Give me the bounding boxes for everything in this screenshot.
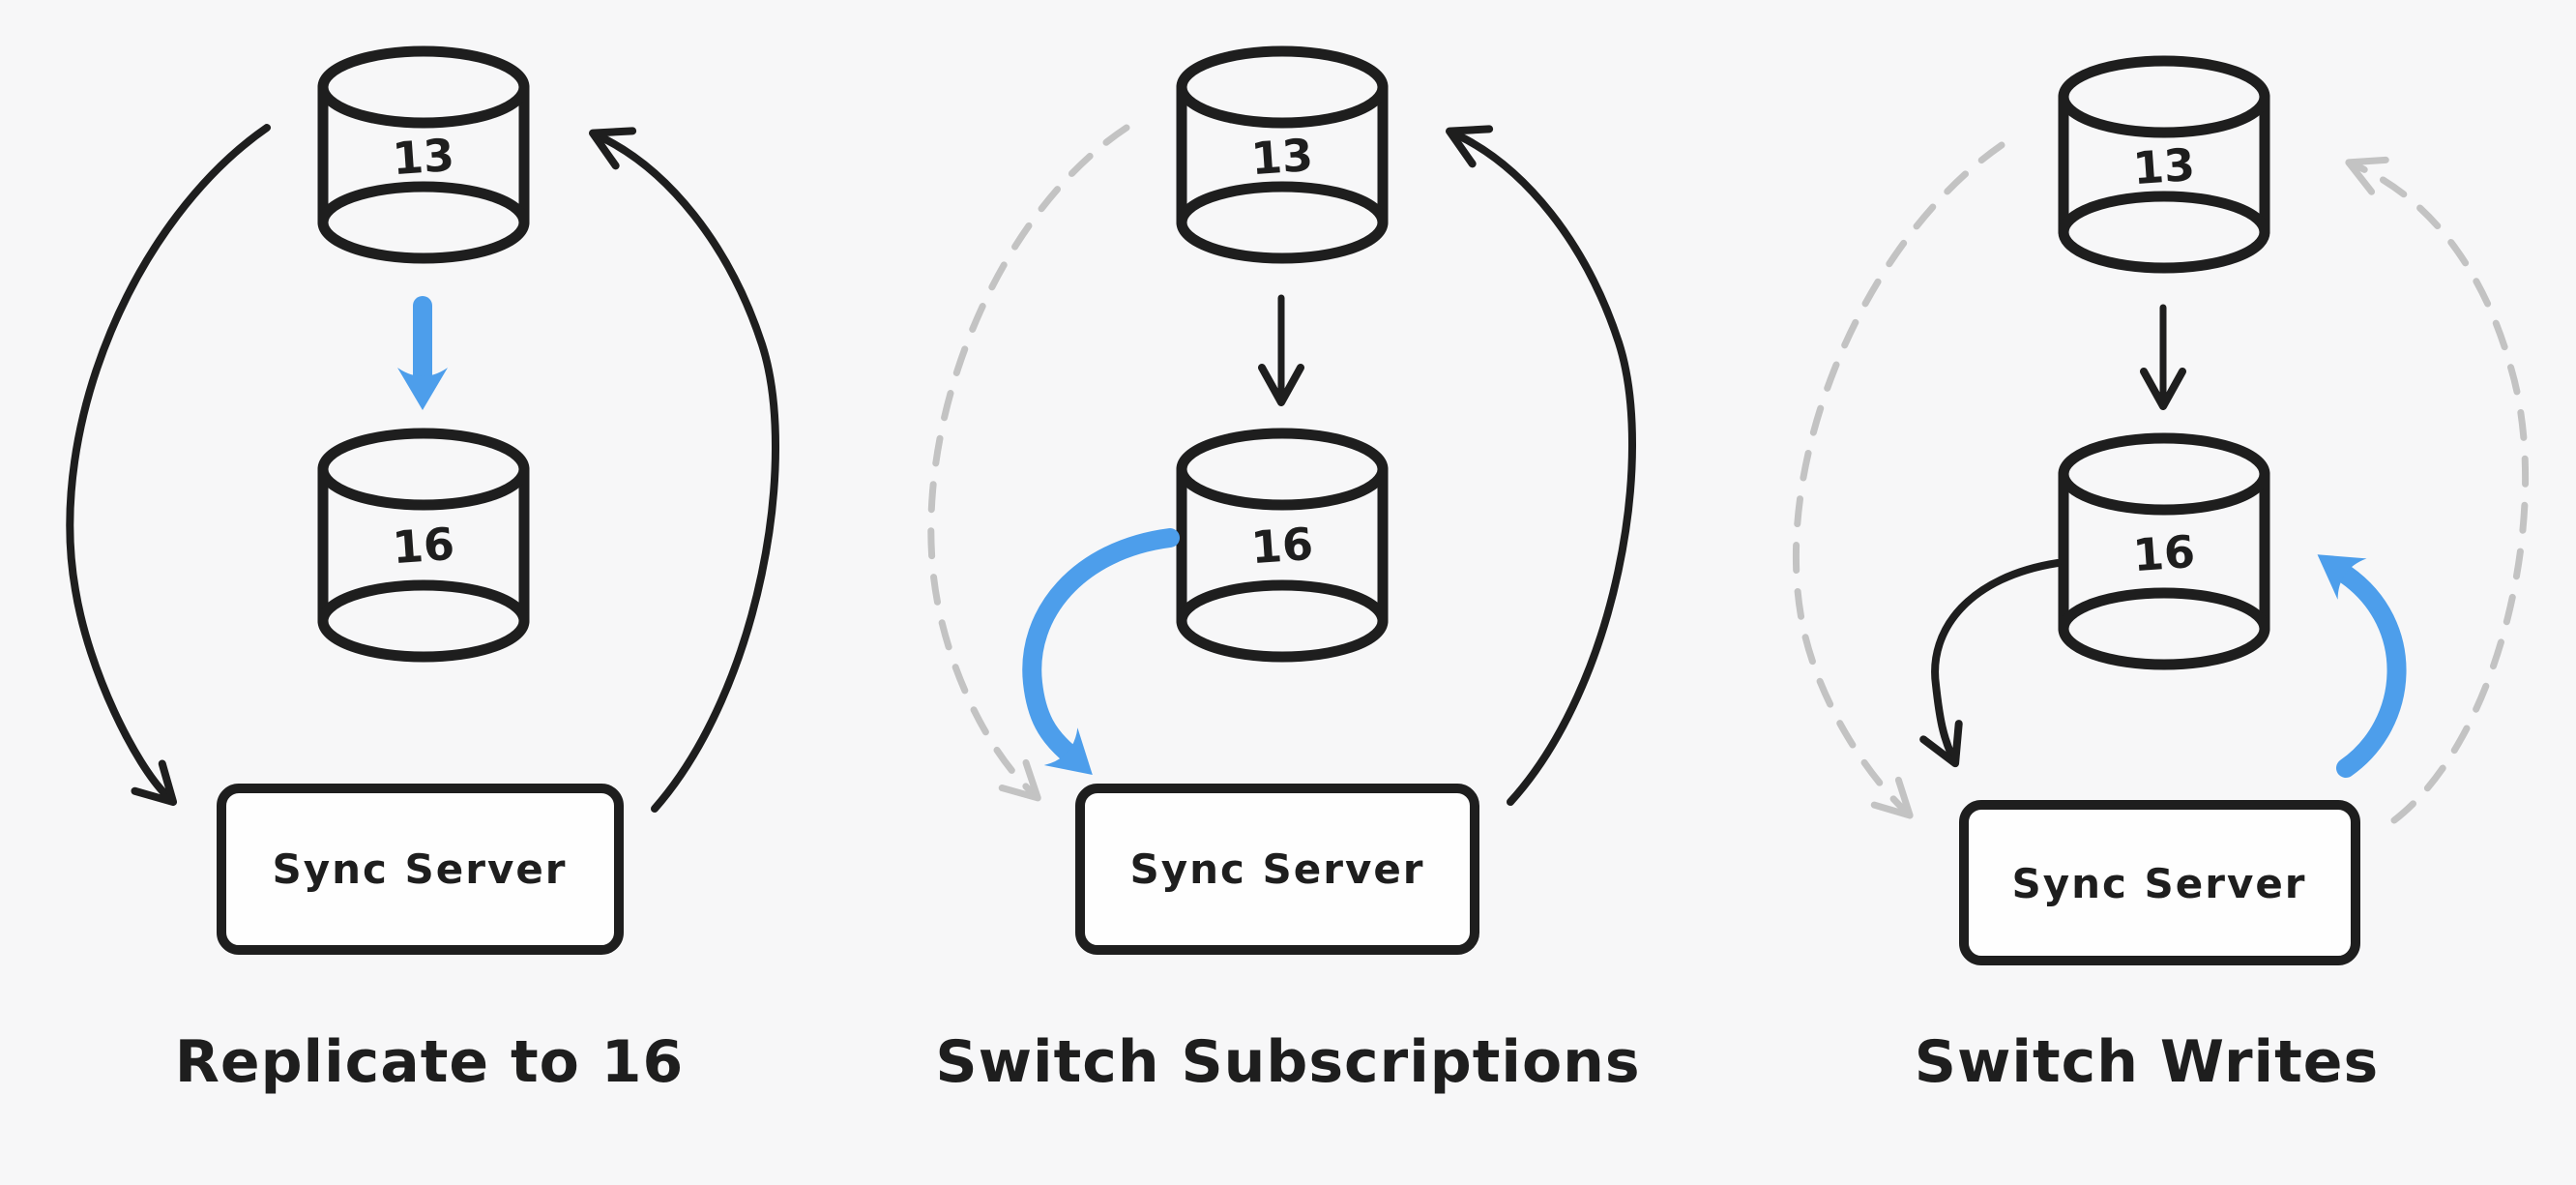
dashed-arc-db13-to-sync-server (1793, 141, 2005, 819)
diagram-replicate: 13 16 Sync Server (66, 45, 780, 955)
db-label: 16 (2131, 525, 2197, 581)
database-cylinder-13: 13 (317, 45, 530, 264)
arc-sync-server-to-db13 (589, 127, 780, 813)
panel-title: Replicate to 16 (174, 1028, 685, 1096)
panel-title: Switch Subscriptions (935, 1028, 1641, 1096)
database-cylinder-16: 16 (317, 428, 530, 663)
dashed-arc-sync-server-to-db13 (2345, 156, 2530, 824)
diagram-switch-subscriptions: 13 16 Sync Server (927, 45, 1636, 955)
arc-db13-to-sync-server (66, 124, 271, 807)
sync-server-label: Sync Server (1129, 845, 1424, 893)
blue-arrow-db16-to-sync-server (1022, 528, 1180, 776)
db-label: 16 (391, 518, 456, 574)
db-label: 13 (1249, 129, 1315, 185)
database-cylinder-16: 16 (2058, 432, 2270, 670)
db-label: 13 (2131, 138, 2197, 194)
dashed-arc-db13-to-sync-server (927, 124, 1130, 802)
db-label: 16 (1249, 518, 1315, 574)
blue-arrow-sync-server-to-db16 (2317, 554, 2407, 778)
panel-title: Switch Writes (1914, 1028, 2380, 1096)
diagram-switch-writes: 13 16 Sync Server (1793, 55, 2530, 965)
sync-server-node: Sync Server (1959, 800, 2360, 965)
sync-server-node: Sync Server (217, 784, 624, 955)
arc-db16-to-sync-server (1919, 559, 2062, 768)
sync-server-node: Sync Server (1075, 784, 1479, 955)
database-cylinder-13: 13 (2058, 55, 2270, 274)
database-cylinder-13: 13 (1176, 45, 1389, 264)
db-label: 13 (391, 129, 456, 185)
panel-switch-writes: 13 16 Sync Server Switch Writes (1717, 0, 2576, 1185)
sync-server-label: Sync Server (272, 845, 567, 893)
panel-replicate: 13 16 Sync Server Replicate to 16 (0, 0, 859, 1185)
panel-switch-subscriptions: 13 16 Sync Server Switch Subscriptions (859, 0, 1717, 1185)
database-cylinder-16: 16 (1176, 428, 1389, 663)
sync-server-label: Sync Server (2011, 860, 2306, 907)
arc-sync-server-to-db13 (1446, 125, 1636, 806)
